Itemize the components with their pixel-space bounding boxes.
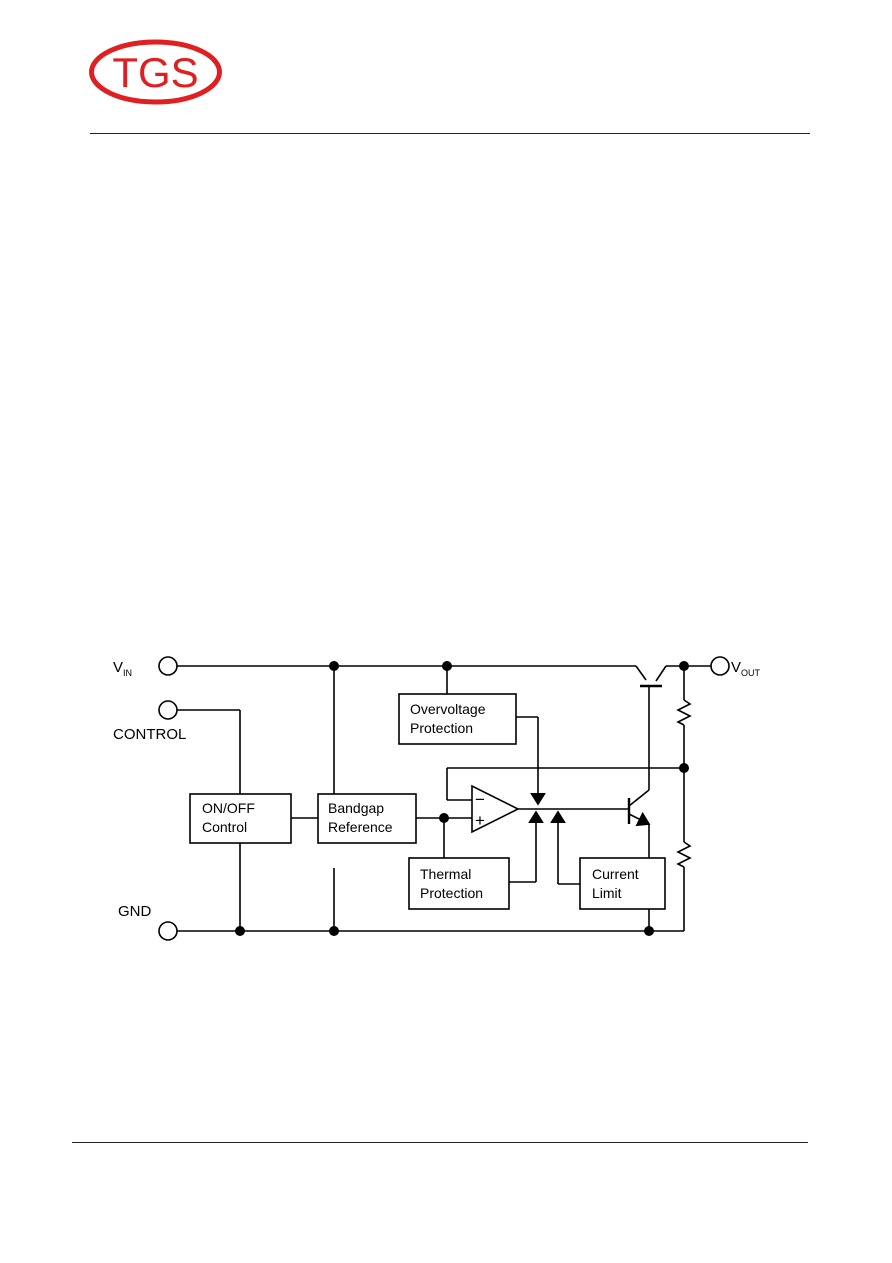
gnd-label: GND <box>118 903 152 920</box>
header-rule <box>90 133 810 134</box>
vout-label-sub: OUT <box>741 668 761 678</box>
vout-label-main: V <box>731 659 741 676</box>
junctions <box>235 661 689 936</box>
tgs-logo: TGS <box>89 39 222 105</box>
opamp-plus: + <box>475 811 485 830</box>
bandgap-block-line1: Bandgap <box>328 800 384 816</box>
overvoltage-block-line2: Protection <box>410 720 473 736</box>
thermal-block-line1: Thermal <box>420 866 471 882</box>
overvoltage-block-line1: Overvoltage <box>410 701 486 717</box>
block-boxes <box>189 693 666 910</box>
current-block-line1: Current <box>592 866 639 882</box>
vin-label: VIN <box>113 659 132 678</box>
onoff-block-line2: Control <box>202 819 247 835</box>
vin-label-main: V <box>113 659 123 676</box>
logo-text: TGS <box>112 49 198 96</box>
control-label: CONTROL <box>113 726 186 743</box>
error-amplifier: − + <box>471 784 520 834</box>
onoff-block-line1: ON/OFF <box>202 800 255 816</box>
bandgap-block-line2: Reference <box>328 819 393 835</box>
pin-terminals <box>158 656 730 941</box>
footer-rule <box>72 1142 808 1143</box>
thermal-block-line2: Protection <box>420 885 483 901</box>
vout-label: VOUT <box>731 659 761 678</box>
opamp-minus: − <box>475 790 485 809</box>
vin-label-sub: IN <box>123 668 132 678</box>
current-block-line2: Limit <box>592 885 622 901</box>
